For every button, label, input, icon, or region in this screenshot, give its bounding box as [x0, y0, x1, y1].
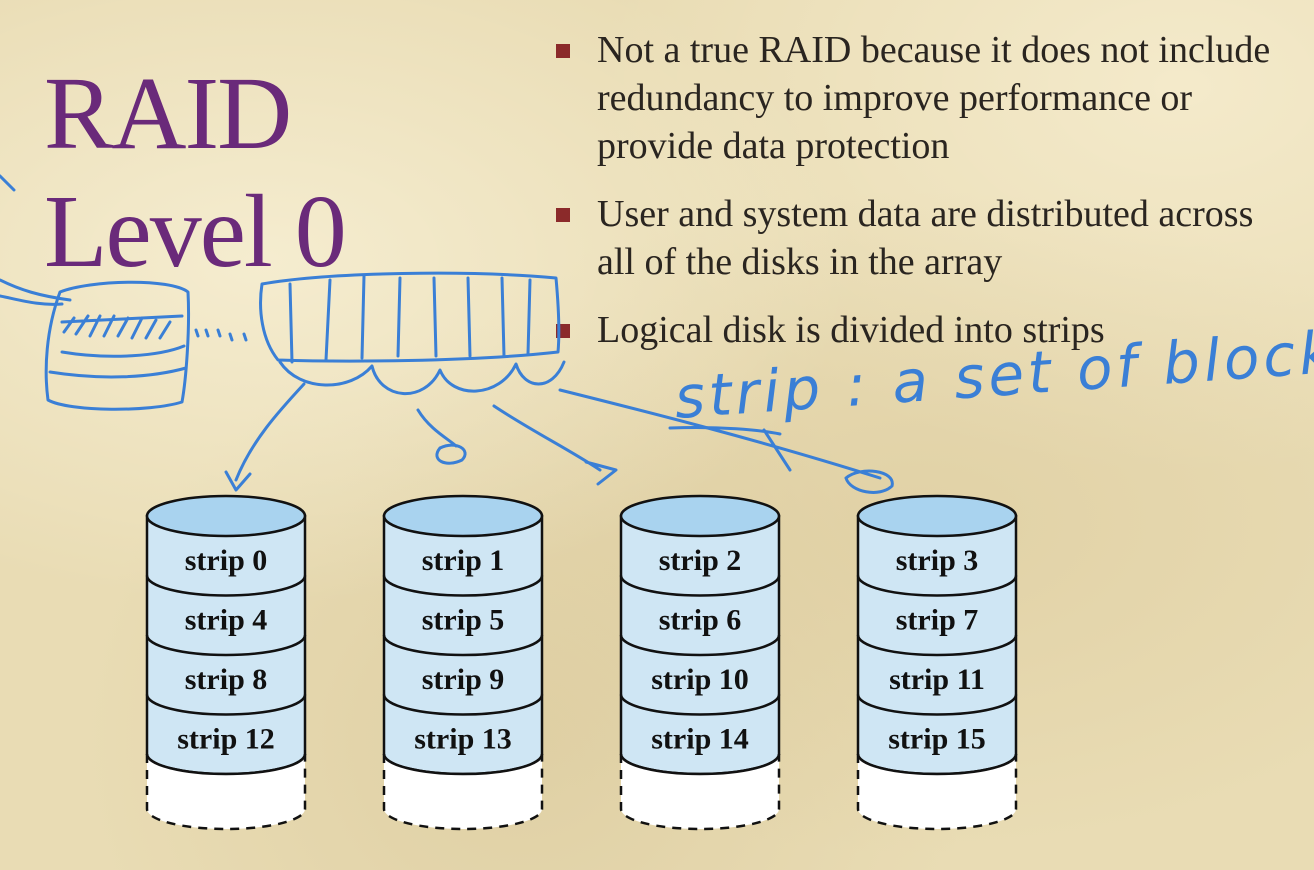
disk-empty-space — [384, 754, 542, 829]
strip-label: strip 15 — [888, 723, 986, 756]
disk-3: strip 3 strip 7 strip 11 strip 15 — [856, 494, 1018, 831]
strip-label: strip 9 — [422, 663, 505, 696]
ink-dots — [194, 328, 248, 342]
ink-arrow-disk-1 — [416, 408, 467, 465]
bullet-item: Not a true RAID because it does not incl… — [552, 26, 1292, 170]
strip-label: strip 5 — [422, 604, 505, 637]
strip-label: strip 6 — [659, 604, 742, 637]
disk-0: strip 0 strip 4 strip 8 strip 12 — [145, 494, 307, 831]
disk-top — [382, 494, 544, 538]
disk-empty-space — [147, 754, 305, 829]
strip-label: strip 0 — [185, 544, 268, 577]
strip-separator — [145, 753, 307, 776]
strip-separator — [856, 753, 1018, 776]
strip-separator — [382, 694, 544, 716]
strip-separator — [382, 634, 544, 657]
ink-disk-hatching — [48, 314, 188, 379]
strip-label: strip 12 — [177, 723, 275, 756]
strip-separator — [382, 753, 544, 776]
strip-separator — [619, 694, 781, 716]
ink-strip-box — [259, 271, 561, 363]
ink-left-arrow — [0, 174, 72, 306]
handwritten-note: strip : a set of blocks — [672, 315, 1314, 432]
bullet-item: User and system data are distributed acr… — [552, 190, 1292, 286]
strip-label: strip 1 — [422, 544, 505, 577]
strip-label: strip 3 — [896, 544, 979, 577]
disk-1: strip 1 strip 5 strip 9 strip 13 — [382, 494, 544, 831]
bullet-list: Not a true RAID because it does not incl… — [552, 26, 1292, 374]
bullet-text: Not a true RAID because it does not incl… — [597, 29, 1271, 167]
title-line-2: Level 0 — [44, 174, 347, 289]
strip-separator — [619, 634, 781, 657]
bullet-square-icon — [556, 44, 570, 58]
ink-strip-bumps — [278, 360, 566, 396]
ink-logical-disk-sketch — [44, 280, 191, 411]
strip-label: strip 2 — [659, 544, 742, 577]
disk-dashed-outline — [382, 754, 544, 831]
strip-label: strip 13 — [414, 723, 512, 756]
disk-2: strip 2 strip 6 strip 10 strip 14 — [619, 494, 781, 831]
bullet-text: User and system data are distributed acr… — [597, 193, 1254, 283]
slide-title: RAID Level 0 — [44, 56, 347, 289]
disk-dashed-outline — [145, 754, 307, 831]
strip-separator — [145, 634, 307, 657]
bullet-item: Logical disk is divided into strips — [552, 306, 1292, 354]
disk-empty-space — [621, 754, 779, 829]
strip-label: strip 4 — [185, 604, 268, 637]
strip-separator — [619, 753, 781, 776]
strip-label: strip 14 — [651, 723, 749, 756]
disk-top — [145, 494, 307, 538]
strip-label: strip 7 — [896, 604, 979, 637]
bullet-square-icon — [556, 208, 570, 222]
disk-top — [856, 494, 1018, 538]
ink-arrow-disk-2 — [492, 404, 618, 486]
strip-separator — [145, 575, 307, 597]
disk-top — [619, 494, 781, 538]
handwriting-annotations: strip : a set of blocks — [0, 174, 1314, 494]
title-line-1: RAID — [44, 56, 292, 171]
strip-label: strip 11 — [889, 663, 985, 696]
disk-dashed-outline — [619, 754, 781, 831]
strip-label: strip 8 — [185, 663, 268, 696]
ink-strip-dividers — [288, 274, 532, 364]
strip-separator — [856, 694, 1018, 716]
strip-separator — [856, 575, 1018, 597]
strip-separator — [856, 634, 1018, 657]
strip-label: strip 10 — [651, 663, 749, 696]
bullet-text: Logical disk is divided into strips — [597, 309, 1105, 351]
ink-note-underline — [668, 425, 792, 472]
ink-arrow-disk-0 — [224, 382, 306, 492]
strip-separator — [382, 575, 544, 597]
strip-separator — [619, 575, 781, 597]
disk-dashed-outline — [856, 754, 1018, 831]
disk-empty-space — [858, 754, 1016, 829]
strip-separator — [145, 694, 307, 716]
